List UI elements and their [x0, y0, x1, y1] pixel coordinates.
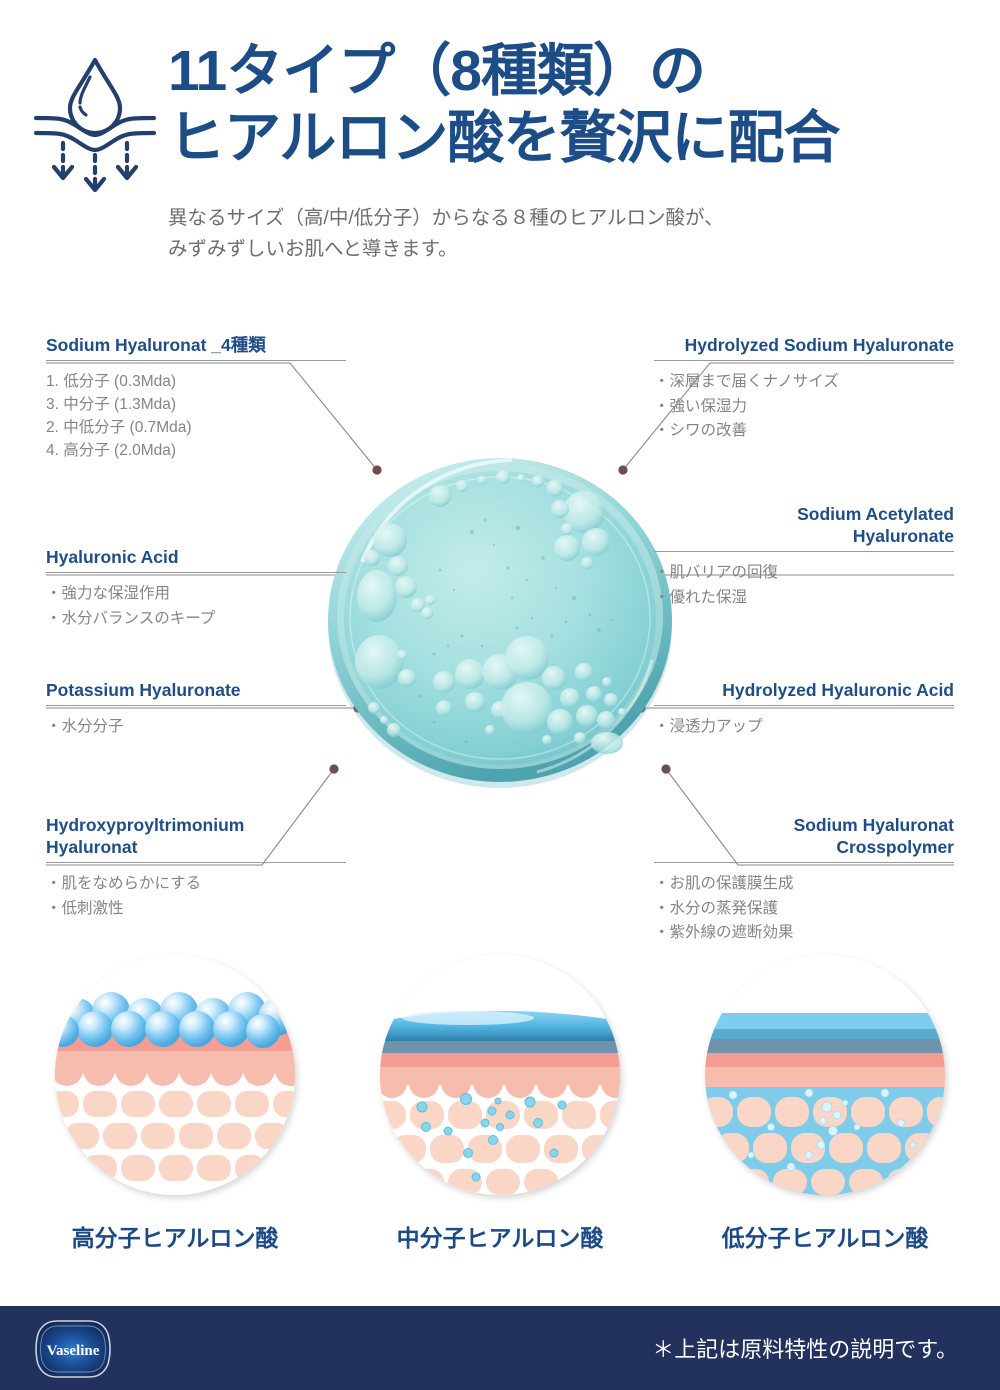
page-title: 11タイプ（8種類）の ヒアルロン酸を贅沢に配合 [168, 38, 968, 172]
callout-items: ・水分分子 [46, 715, 346, 740]
callout-items: ・肌バリアの回復 ・優れた保湿 [654, 561, 954, 610]
title-line-2: ヒアルロン酸を贅沢に配合 [168, 106, 840, 170]
callout-rule [46, 572, 346, 573]
callout-item: ・深層まで届くナノサイズ [654, 373, 839, 390]
callout-heading: Sodium Hyaluronat _4種類 [46, 335, 266, 355]
callout-sodium-hyaluronat-crosspolymer: Sodium Hyaluronat Crosspolymer ・お肌の保護膜生成… [654, 814, 954, 946]
callout-item: 4. 高分子 (2.0Mda) [46, 442, 177, 459]
callout-heading-line-1: Hydroxyproyltrimonium [46, 815, 245, 835]
water-drop-absorption-icon [30, 45, 160, 195]
molecule-size-comparison: 高分子ヒアルロン酸 [0, 955, 1000, 1300]
callout-items: 1. 低分子 (0.3Mda) 3. 中分子 (1.3Mda) 2. 中低分子 … [46, 370, 346, 462]
molecule-card-low-molecular: 低分子ヒアルロン酸 [665, 955, 985, 1253]
callout-item: ・低刺激性 [46, 899, 124, 917]
callout-item: 2. 中低分子 (0.7Mda) [46, 419, 192, 436]
molecule-card-medium-molecular: 中分子ヒアルロン酸 [340, 955, 660, 1253]
callout-potassium-hyaluronate: Potassium Hyaluronate ・水分分子 [46, 679, 346, 740]
callout-heading-line-2: Crosspolymer [836, 837, 954, 857]
header: 11タイプ（8種類）の ヒアルロン酸を贅沢に配合 異なるサイズ（高/中/低分子）… [0, 0, 1000, 300]
callout-items: ・浸透力アップ [654, 715, 954, 740]
callout-heading-line-1: Sodium Hyaluronat [793, 815, 954, 835]
callout-heading-line-2: Hyaluronat [46, 837, 138, 857]
callout-item: ・強力な保湿作用 [46, 585, 171, 602]
callout-rule [654, 360, 954, 361]
subtitle-line-1: 異なるサイズ（高/中/低分子）からなる８種のヒアルロン酸が、 [168, 207, 724, 229]
callout-sodium-acetylated-hyaluronate: Sodium Acetylated Hyaluronate ・肌バリアの回復 ・… [654, 503, 954, 610]
callout-item: ・浸透力アップ [654, 718, 763, 735]
callout-heading: Hydrolyzed Hyaluronic Acid [722, 680, 954, 700]
callout-hyaluronic-acid: Hyaluronic Acid ・強力な保湿作用 ・水分バランスのキープ [46, 546, 346, 631]
callout-item: ・肌バリアの回復 [654, 564, 779, 581]
callout-rule [46, 705, 346, 706]
callout-item: ・強い保湿力 [654, 397, 748, 415]
large-spheres-on-skin-surface-illustration [55, 955, 295, 1195]
full-hydration-between-cells-illustration [705, 955, 945, 1195]
callout-rule [46, 862, 346, 863]
callout-hydrolyzed-hyaluronic-acid: Hydrolyzed Hyaluronic Acid ・浸透力アップ [654, 679, 954, 740]
callout-item: ・水分分子 [46, 718, 124, 735]
callout-rule [654, 551, 954, 552]
callout-hydroxyproyltrimonium-hyaluronat: Hydroxyproyltrimonium Hyaluronat ・肌をなめらか… [46, 814, 346, 921]
callout-item: ・水分バランスのキープ [46, 609, 216, 627]
callout-item: 3. 中分子 (1.3Mda) [46, 396, 177, 413]
molecule-label: 低分子ヒアルロン酸 [721, 1225, 929, 1251]
callout-item: ・優れた保湿 [654, 588, 748, 606]
subtitle-line-2: みずみずしいお肌へと導きます。 [168, 238, 458, 260]
footer-note: ＊上記は原料特性の説明です。 [652, 1337, 958, 1362]
callout-item: ・紫外線の遮断効果 [654, 924, 794, 941]
callout-item: ・水分の蒸発保護 [654, 899, 779, 917]
ingredient-diagram: Sodium Hyaluronat _4種類 1. 低分子 (0.3Mda) 3… [0, 300, 1000, 950]
callout-rule [654, 705, 954, 706]
callout-items: ・深層まで届くナノサイズ ・強い保湿力 ・シワの改善 [654, 370, 954, 444]
subtitle: 異なるサイズ（高/中/低分子）からなる８種のヒアルロン酸が、 みずみずしいお肌へ… [168, 203, 928, 265]
callout-item: ・シワの改善 [654, 422, 748, 439]
molecule-label: 中分子ヒアルロン酸 [396, 1225, 604, 1251]
molecule-card-high-molecular: 高分子ヒアルロン酸 [15, 955, 335, 1253]
vaseline-logo: Vaseline [33, 1318, 113, 1380]
footer: Vaseline ＊上記は原料特性の説明です。 [0, 1306, 1000, 1390]
callout-heading: Hyaluronic Acid [46, 547, 179, 567]
callout-sodium-hyaluronat-4types: Sodium Hyaluronat _4種類 1. 低分子 (0.3Mda) 3… [46, 334, 346, 462]
callout-items: ・肌をなめらかにする ・低刺激性 [46, 872, 346, 921]
callout-rule [46, 360, 346, 361]
callout-heading-line-1: Sodium Acetylated [797, 504, 954, 524]
hyaluronic-acid-gel-petri-dish [322, 450, 678, 790]
callout-heading: Hydrolyzed Sodium Hyaluronate [684, 335, 954, 355]
callout-item: ・肌をなめらかにする [46, 875, 202, 892]
callout-hydrolyzed-sodium-hyaluronate: Hydrolyzed Sodium Hyaluronate ・深層まで届くナノサ… [654, 334, 954, 444]
callout-item: 1. 低分子 (0.3Mda) [46, 373, 177, 390]
title-line-1: 11タイプ（8種類）の [168, 39, 706, 103]
callout-rule [654, 862, 954, 863]
vaseline-wordmark: Vaseline [47, 1343, 100, 1359]
callout-items: ・お肌の保護膜生成 ・水分の蒸発保護 ・紫外線の遮断効果 [654, 872, 954, 946]
molecule-label: 高分子ヒアルロン酸 [71, 1225, 279, 1251]
callout-heading: Potassium Hyaluronate [46, 680, 241, 700]
callout-item: ・お肌の保護膜生成 [654, 875, 794, 892]
callout-items: ・強力な保湿作用 ・水分バランスのキープ [46, 582, 346, 631]
gel-layer-with-dots-in-dermis-illustration [380, 955, 620, 1195]
callout-heading-line-2: Hyaluronate [852, 526, 954, 546]
